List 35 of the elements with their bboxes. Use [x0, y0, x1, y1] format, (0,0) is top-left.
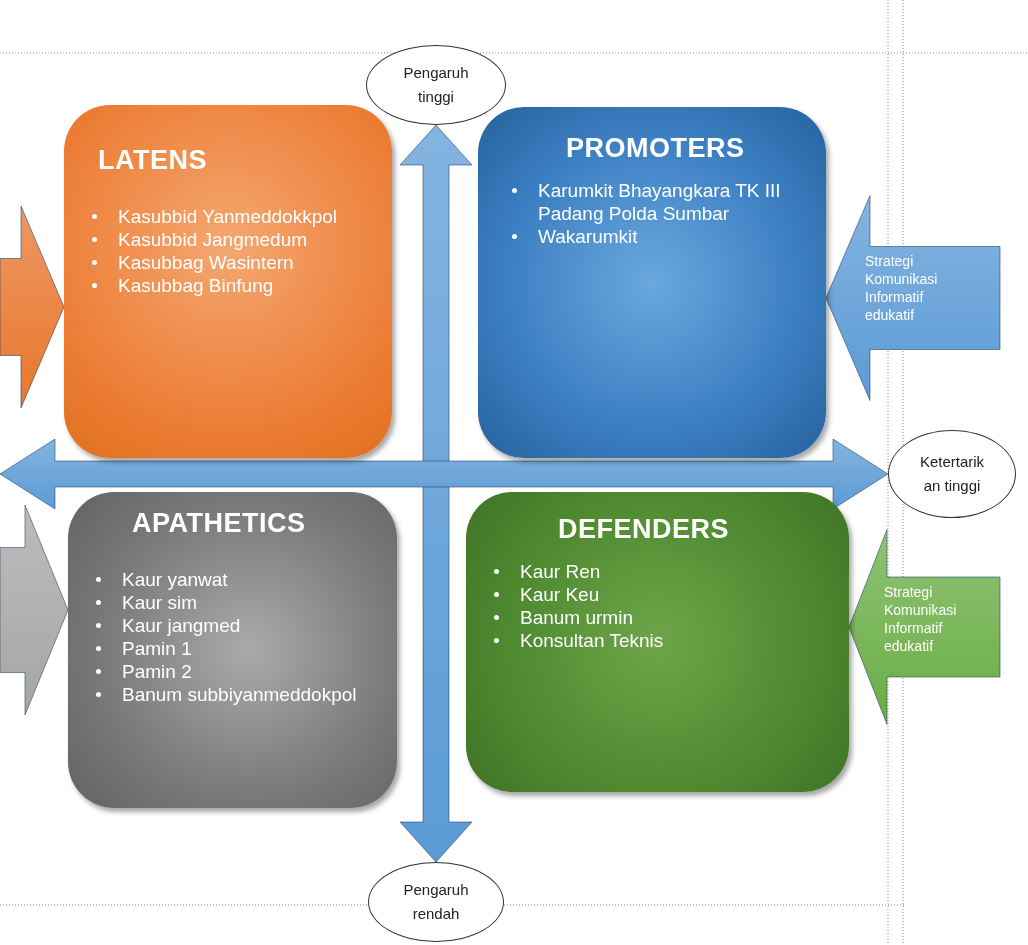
axis-label: Pengaruh tinggi — [402, 63, 470, 107]
list-item: Kasubbid Jangmedum — [118, 229, 308, 250]
block-arrow — [0, 205, 65, 409]
list-item: Kaur Ren — [520, 561, 601, 582]
list-item: Kaur yanwat — [122, 569, 228, 590]
list-item: Kasubbag Binfung — [118, 275, 274, 296]
block-arrow — [0, 504, 69, 716]
list-item: Kasubbag Wasintern — [118, 252, 294, 273]
defenders-quadrant — [466, 492, 849, 792]
edge-label: Strategi Komunikasi Informatif edukatif — [865, 252, 939, 324]
list-item: Kaur Keu — [520, 584, 600, 605]
list-item: Karumkit Bhayangkara TK III Padang Polda Sumbar — [538, 180, 781, 224]
list-item: Banum subbiyanmeddokpol — [122, 684, 357, 705]
apathetics-quadrant — [68, 492, 397, 808]
list-item: Konsultan Teknis — [520, 630, 664, 651]
list-item: Kaur jangmed — [122, 615, 241, 636]
quadrant-heading: DEFENDERS — [558, 514, 730, 545]
block-arrow — [399, 124, 473, 863]
block-arrow — [848, 529, 1001, 725]
block-arrow — [0, 438, 889, 510]
quadrant-heading: PROMOTERS — [566, 133, 745, 164]
list-item: Pamin 1 — [122, 638, 192, 659]
promoters-quadrant — [478, 107, 826, 458]
axis-label: Pengaruh rendah — [402, 880, 470, 924]
list-item: Kaur sim — [122, 592, 197, 613]
list-item: Banum urmin — [520, 607, 633, 628]
block-arrow — [825, 195, 1001, 401]
quadrant-heading: APATHETICS — [132, 508, 306, 539]
edge-label: Strategi Komunikasi Informatif edukatif — [884, 583, 958, 655]
quadrant-heading: LATENS — [98, 145, 207, 176]
list-item: Wakarumkit — [538, 226, 638, 247]
axis-label: Ketertarik an tinggi — [918, 452, 986, 496]
list-item: Kasubbid Yanmeddokkpol — [118, 206, 337, 227]
list-item: Pamin 2 — [122, 661, 192, 682]
latent-quadrant — [64, 105, 392, 458]
